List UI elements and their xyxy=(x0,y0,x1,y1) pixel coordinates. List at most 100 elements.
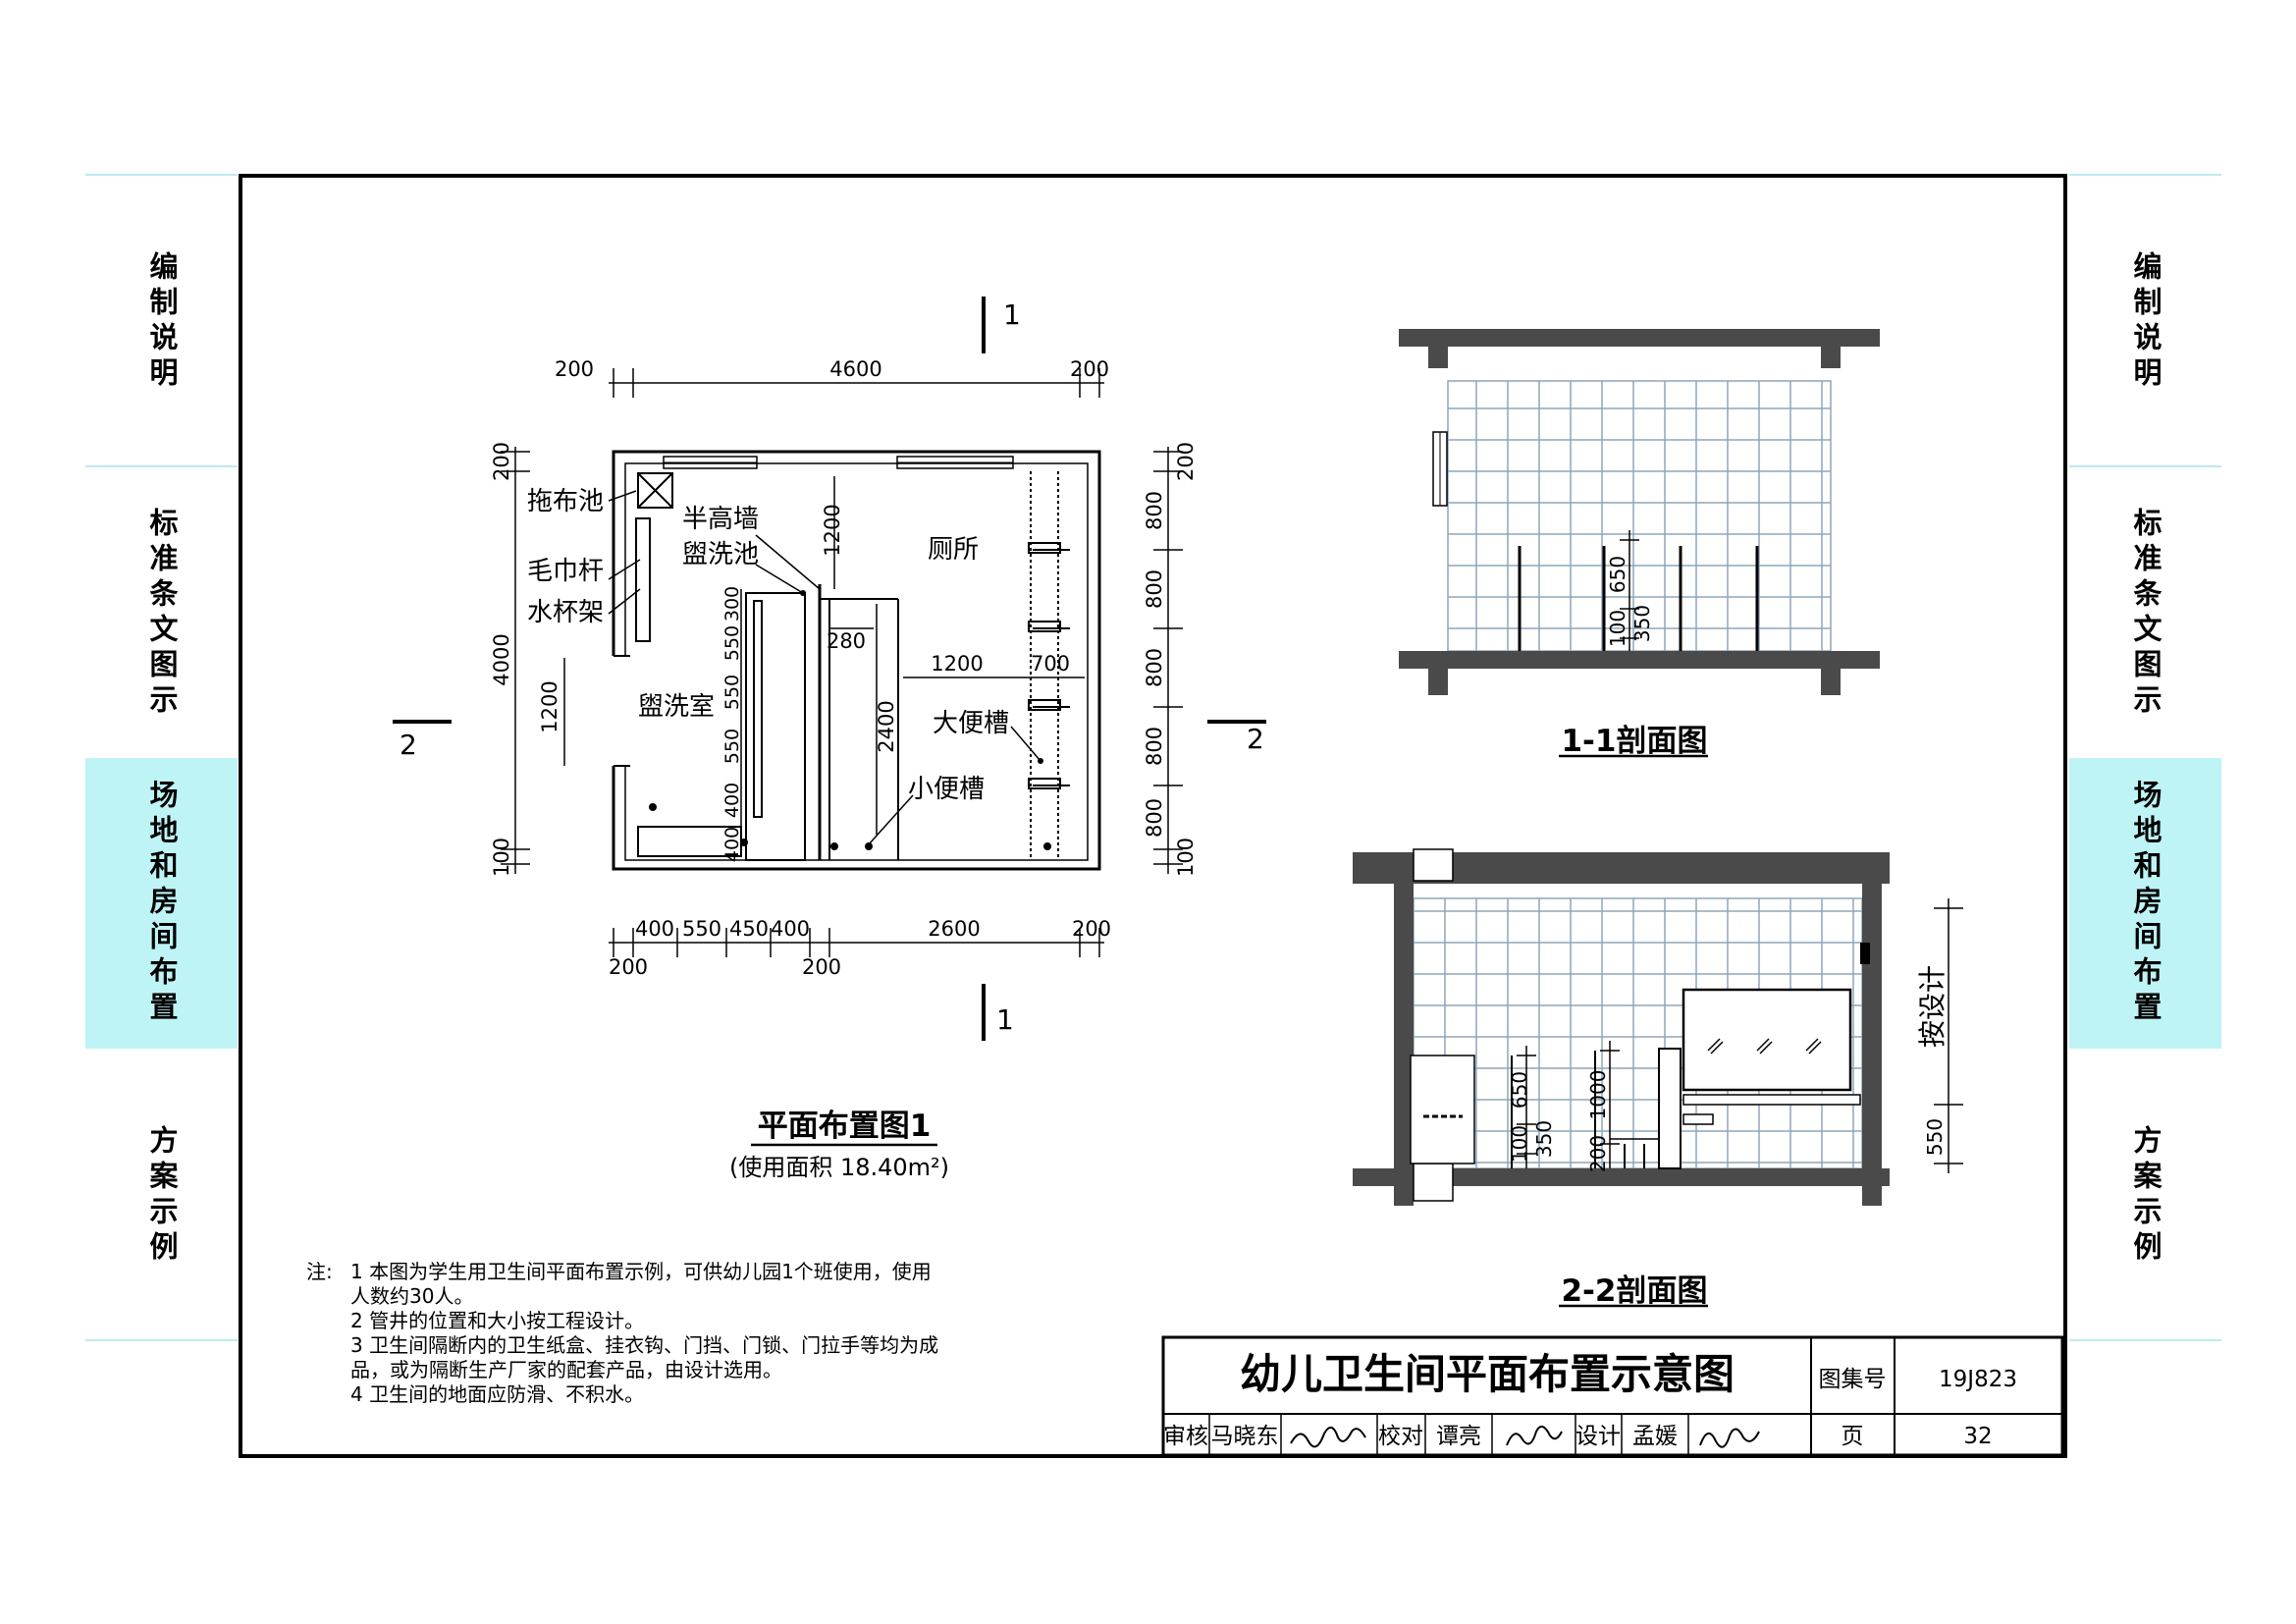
notes: 注: 1 本图为学生用卫生间平面布置示例，可供幼儿园1个班使用，使用 人数约30… xyxy=(306,1260,938,1407)
separator xyxy=(2069,174,2221,176)
dim-text: 550 xyxy=(721,675,743,710)
dim-text: 550 xyxy=(721,729,743,764)
dim-text: 1200 xyxy=(931,652,983,676)
separator xyxy=(85,465,238,467)
section-1-1 xyxy=(1399,329,1880,758)
dim-text: 400 xyxy=(771,917,810,941)
dim-text: 100 xyxy=(490,838,513,877)
dim-text: 4000 xyxy=(490,633,513,685)
separator xyxy=(2069,465,2221,467)
section-2-2 xyxy=(1353,848,1963,1308)
tab-label: 场地和房间布置 xyxy=(145,780,179,1027)
note-item: 4 卫生间的地面应防滑、不积水。 xyxy=(350,1382,645,1406)
label-towel-rack: 毛巾杆 xyxy=(527,557,604,586)
designer-name: 孟媛 xyxy=(1632,1424,1678,1449)
note-item: 2 管井的位置和大小按工程设计。 xyxy=(350,1309,645,1332)
label-mop-sink: 拖布池 xyxy=(527,487,604,516)
floor-plan xyxy=(393,297,1266,1041)
leader-lines xyxy=(608,490,1041,845)
dim-text: 100 xyxy=(1174,838,1198,877)
dim-text: 200 xyxy=(1070,357,1109,381)
page-number: 32 xyxy=(1963,1424,1992,1449)
sheet-title: 幼儿卫生间平面布置示意图 xyxy=(1240,1350,1735,1398)
tab-site-layout-left[interactable]: 场地和房间布置 xyxy=(85,758,238,1049)
plan-area: (使用面积 18.40m²) xyxy=(729,1154,949,1181)
dim-text: 800 xyxy=(1143,648,1166,687)
dim-text: 800 xyxy=(1143,491,1166,530)
note-item: 1 本图为学生用卫生间平面布置示例，可供幼儿园1个班使用，使用 xyxy=(350,1260,932,1283)
section-mark: 2 xyxy=(400,729,417,761)
dim-text: 1000 xyxy=(1586,1070,1610,1120)
separator xyxy=(85,174,238,176)
checker-signature xyxy=(1506,1425,1563,1446)
checker-name: 谭亮 xyxy=(1436,1424,1481,1449)
atlas-number: 19J823 xyxy=(1939,1367,2017,1392)
dim-text: 400 xyxy=(635,917,674,941)
note-item: 3 卫生间隔断内的卫生纸盒、挂衣钩、门挡、门锁、门拉手等均为成 xyxy=(350,1333,939,1357)
dim-text: 650 xyxy=(1606,556,1629,593)
dim-text: 100 xyxy=(1606,610,1629,647)
design-label: 设计 xyxy=(1575,1424,1621,1449)
dim-text: 280 xyxy=(827,629,866,653)
notes-prefix: 注: xyxy=(306,1260,333,1283)
separator xyxy=(85,1339,238,1341)
separator xyxy=(2069,1339,2221,1341)
dim-text: 300 xyxy=(721,586,743,622)
dim-text: 200 xyxy=(490,442,513,481)
tab-standard-clauses-left[interactable]: 标准条文图示 xyxy=(85,491,238,736)
dim-text: 1200 xyxy=(538,680,561,732)
section-2-2-title: 2-2剖面图 xyxy=(1561,1273,1707,1309)
dim-text: 450 xyxy=(729,917,769,941)
tab-label: 编制说明 xyxy=(2129,250,2163,393)
tab-examples-left[interactable]: 方案示例 xyxy=(85,1110,238,1281)
tab-label: 标准条文图示 xyxy=(2129,508,2163,720)
tab-label: 编制说明 xyxy=(145,250,179,393)
dim-text: 350 xyxy=(1630,605,1654,642)
label-by-design: 按设计 xyxy=(1916,965,1949,1048)
dim-text: 550 xyxy=(721,625,743,661)
dim-text: 200 xyxy=(555,357,594,381)
tab-compile-notes-right[interactable]: 编制说明 xyxy=(2069,236,2221,407)
label-small-trough: 小便槽 xyxy=(908,775,985,804)
label-big-trough: 大便槽 xyxy=(933,709,1009,738)
designer-signature xyxy=(1699,1428,1760,1448)
tab-standard-clauses-right[interactable]: 标准条文图示 xyxy=(2069,491,2221,736)
dim-text: 550 xyxy=(682,917,721,941)
tab-site-layout-right[interactable]: 场地和房间布置 xyxy=(2069,758,2221,1049)
reviewer-signature xyxy=(1290,1427,1366,1448)
dim-text: 100 xyxy=(1508,1125,1531,1163)
label-wash-basin: 盥洗池 xyxy=(682,540,759,569)
dim-text: 800 xyxy=(1143,727,1166,766)
dim-text: 200 xyxy=(1072,917,1111,941)
check-label: 校对 xyxy=(1378,1424,1423,1449)
dim-text: 800 xyxy=(1143,798,1166,838)
label-cup-rack: 水杯架 xyxy=(527,598,604,627)
dim-text: 2400 xyxy=(875,700,898,752)
title-block xyxy=(1161,1335,2064,1457)
drawing-frame xyxy=(239,174,2067,1458)
section-mark: 1 xyxy=(996,1003,1014,1036)
tab-examples-right[interactable]: 方案示例 xyxy=(2069,1110,2221,1281)
reviewer-name: 马晓东 xyxy=(1211,1424,1279,1449)
section-mark: 1 xyxy=(1003,298,1021,331)
dim-text: 350 xyxy=(1532,1120,1556,1158)
dim-text: 2600 xyxy=(928,917,980,941)
tab-label: 标准条文图示 xyxy=(145,508,179,720)
dim-text: 200 xyxy=(1586,1135,1610,1172)
review-label: 审核 xyxy=(1163,1424,1208,1449)
dim-text: 1200 xyxy=(821,504,844,556)
tab-label: 场地和房间布置 xyxy=(2129,780,2163,1027)
page-label: 页 xyxy=(1842,1424,1864,1449)
dim-text: 700 xyxy=(1031,652,1070,676)
dim-text: 200 xyxy=(802,955,841,979)
plan-title: 平面布置图1 xyxy=(758,1109,932,1144)
section-1-1-title: 1-1剖面图 xyxy=(1561,724,1707,759)
section-mark: 2 xyxy=(1247,723,1264,755)
tab-compile-notes-left[interactable]: 编制说明 xyxy=(85,236,238,407)
note-item: 人数约30人。 xyxy=(350,1284,474,1308)
dim-text: 4600 xyxy=(829,357,881,381)
dim-text: 800 xyxy=(1143,569,1166,609)
dim-text: 400 xyxy=(721,827,743,862)
dim-text: 200 xyxy=(609,955,648,979)
